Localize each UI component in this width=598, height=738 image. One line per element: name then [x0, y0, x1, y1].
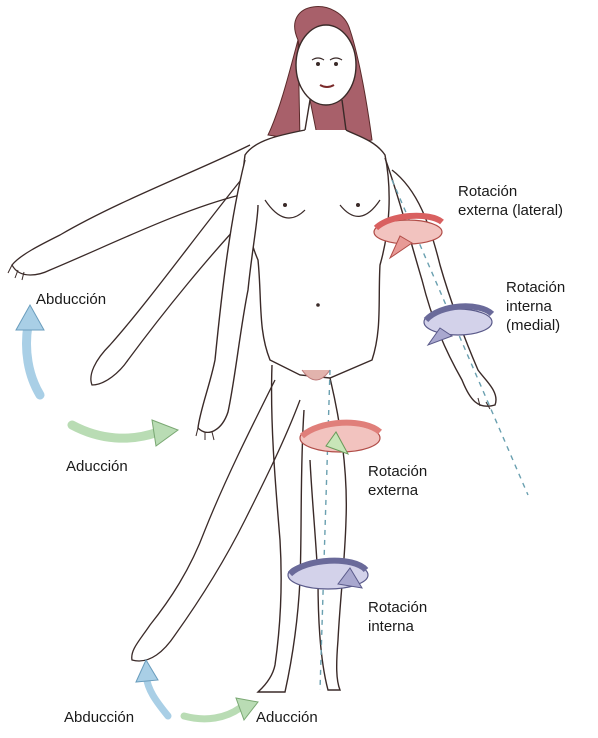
leg-abduction-arrow	[146, 676, 168, 716]
arm-adduction-label: Aducción	[66, 457, 128, 476]
arm-abduction-label: Abducción	[36, 290, 106, 309]
arm-abduction-arrow	[27, 325, 41, 395]
leg-external-rotation-label: Rotación externa	[368, 462, 427, 500]
leg-internal-rotation-label: Rotación interna	[368, 598, 427, 636]
head	[296, 25, 356, 105]
arm-internal-rotation-label: Rotación interna (medial)	[506, 278, 565, 335]
abducted-arm-outline	[12, 145, 250, 275]
leg-internal-rotation-band	[288, 561, 368, 589]
leg-external-rotation-band	[300, 423, 380, 454]
left-leg	[258, 365, 304, 692]
arm-external-rotation-label: Rotación externa (lateral)	[458, 182, 563, 220]
leg-adduction-arrow	[184, 708, 240, 719]
arm-adduction-arrow	[72, 425, 158, 438]
left-arm	[198, 160, 258, 432]
leg-adduction-label: Aducción	[256, 708, 318, 727]
torso	[243, 130, 389, 378]
leg-abduction-label: Abducción	[64, 708, 134, 727]
